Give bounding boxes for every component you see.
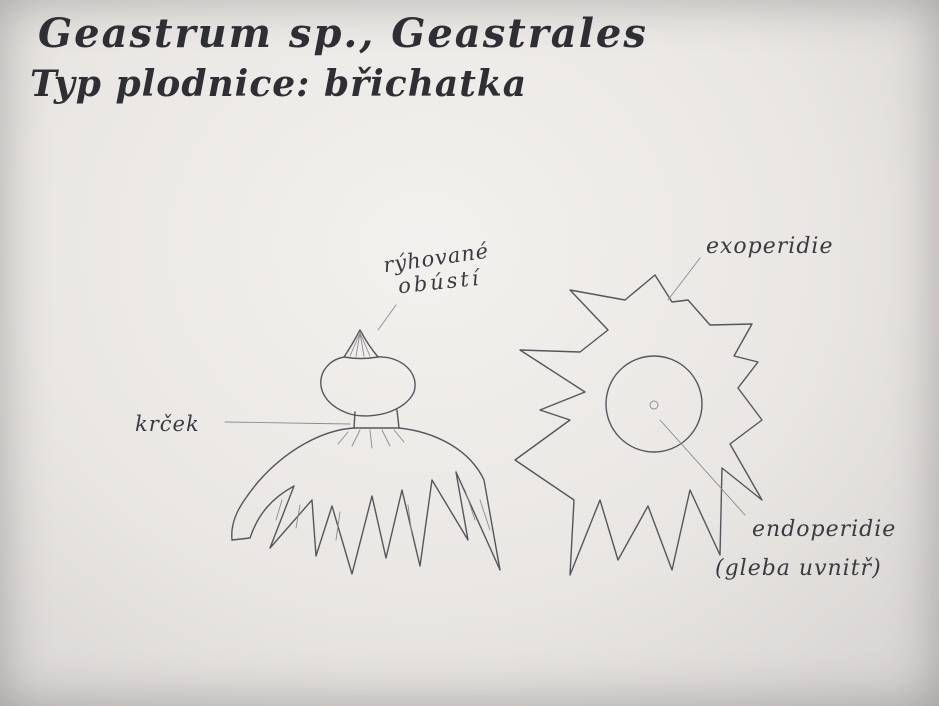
label-krcek: krček (135, 414, 200, 435)
endoperidium-circle (606, 356, 702, 452)
endoperidium-sac (321, 357, 415, 416)
pointer-exoperidie (668, 258, 700, 300)
peristome (344, 330, 378, 357)
side-view-earthstar (232, 330, 500, 574)
label-endoperidie: endoperidie (752, 519, 896, 541)
ray-shading (276, 490, 490, 540)
pointer-krcek (225, 422, 350, 424)
top-view-earthstar (515, 275, 762, 575)
pointer-ryhovane (378, 305, 396, 330)
ostiole-dot (650, 401, 658, 409)
neck (354, 410, 399, 428)
exoperidium-rays-side (232, 428, 500, 574)
pointer-endoperidie (660, 420, 745, 515)
label-gleba: (gleba uvnitř) (715, 558, 882, 580)
exoperidium-star (515, 275, 762, 575)
label-exoperidie: exoperidie (706, 236, 833, 258)
